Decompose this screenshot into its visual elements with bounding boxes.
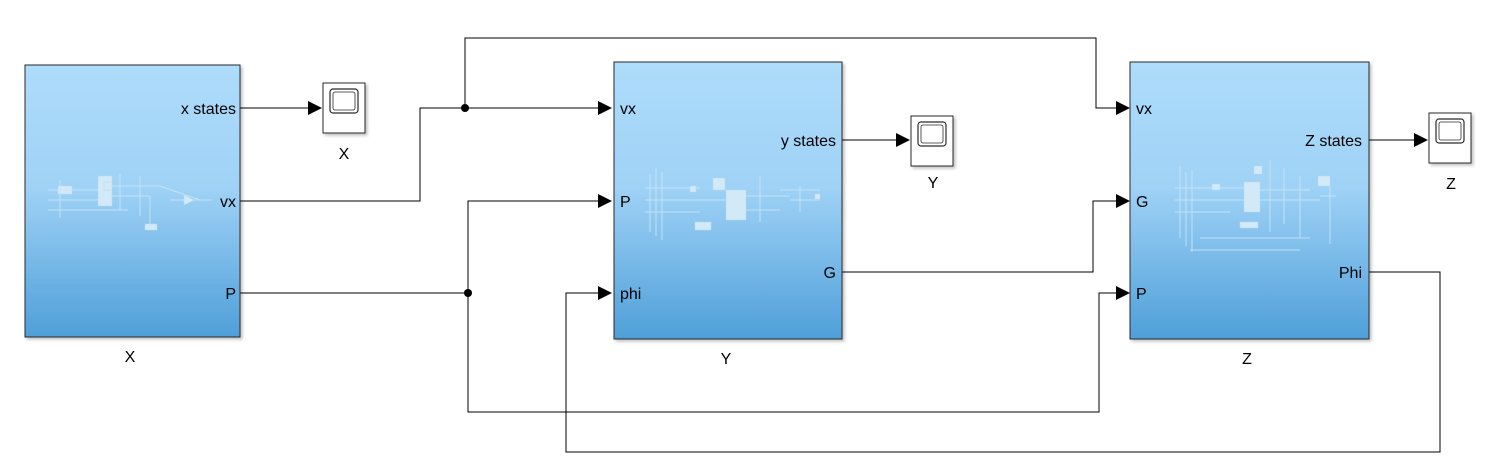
subsystem-block-y[interactable]: vx P phi y states G Y (613, 61, 843, 368)
block-x-port-p: P (225, 286, 236, 303)
scope-icon (1435, 118, 1465, 144)
block-x-title: X (125, 349, 136, 366)
arrow-z-g (1116, 194, 1130, 208)
block-x-port-x-states: x states (181, 101, 236, 118)
block-x-internal-preview (48, 174, 212, 231)
wire-branch-p-to-y-p[interactable] (467, 200, 598, 293)
arrow-z-scope (1414, 133, 1428, 147)
block-y-port-p-in: P (620, 194, 631, 211)
arrowheads (308, 101, 1428, 300)
arrow-z-vx (1116, 101, 1130, 115)
block-z-port-z-states: Z states (1305, 133, 1362, 150)
scope-block-z[interactable]: Z (1428, 112, 1472, 193)
arrow-y-p (598, 194, 612, 208)
block-y-port-g-out: G (824, 265, 836, 282)
subsystem-block-x[interactable]: x states vx P X (24, 64, 241, 366)
scope-icon (329, 88, 359, 114)
block-z-port-vx-in: vx (1136, 101, 1152, 118)
scope-y-label: Y (928, 175, 939, 192)
scope-block-y[interactable]: Y (910, 115, 954, 192)
scope-icon (917, 121, 947, 147)
block-y-port-phi-in: phi (620, 286, 641, 303)
scope-z-label: Z (1446, 176, 1456, 193)
wire-x-vx-to-y-vx[interactable] (240, 107, 598, 202)
block-y-port-vx-in: vx (620, 101, 636, 118)
branch-point-vx (461, 104, 469, 112)
wire-z-phi-to-y-phi[interactable] (565, 271, 1441, 453)
block-z-title: Z (1242, 351, 1252, 368)
block-y-internal-preview (645, 168, 821, 240)
branch-point-p (464, 289, 472, 297)
subsystem-block-z[interactable]: vx G P Z states Phi Z (1129, 61, 1370, 368)
block-y-title: Y (721, 351, 732, 368)
scope-block-x[interactable]: X (322, 82, 366, 163)
block-z-internal-preview (1175, 160, 1336, 252)
arrow-y-scope (896, 133, 910, 147)
signal-lines (240, 37, 1441, 453)
block-z-port-g-in: G (1136, 194, 1148, 211)
wire-branch-p-to-z-p[interactable] (467, 292, 1116, 413)
wire-branch-vx-to-z-vx[interactable] (464, 37, 1116, 109)
block-y-port-y-states: y states (781, 133, 836, 150)
block-z-port-phi-out: Phi (1339, 265, 1362, 282)
arrow-x-scope (308, 101, 322, 115)
block-z-port-p-in: P (1136, 286, 1147, 303)
arrow-y-vx (598, 101, 612, 115)
block-x-port-vx: vx (220, 194, 236, 211)
arrow-z-p (1116, 286, 1130, 300)
wire-y-g-to-z-g[interactable] (842, 200, 1116, 273)
scope-x-label: X (339, 146, 350, 163)
arrow-y-phi (598, 286, 612, 300)
